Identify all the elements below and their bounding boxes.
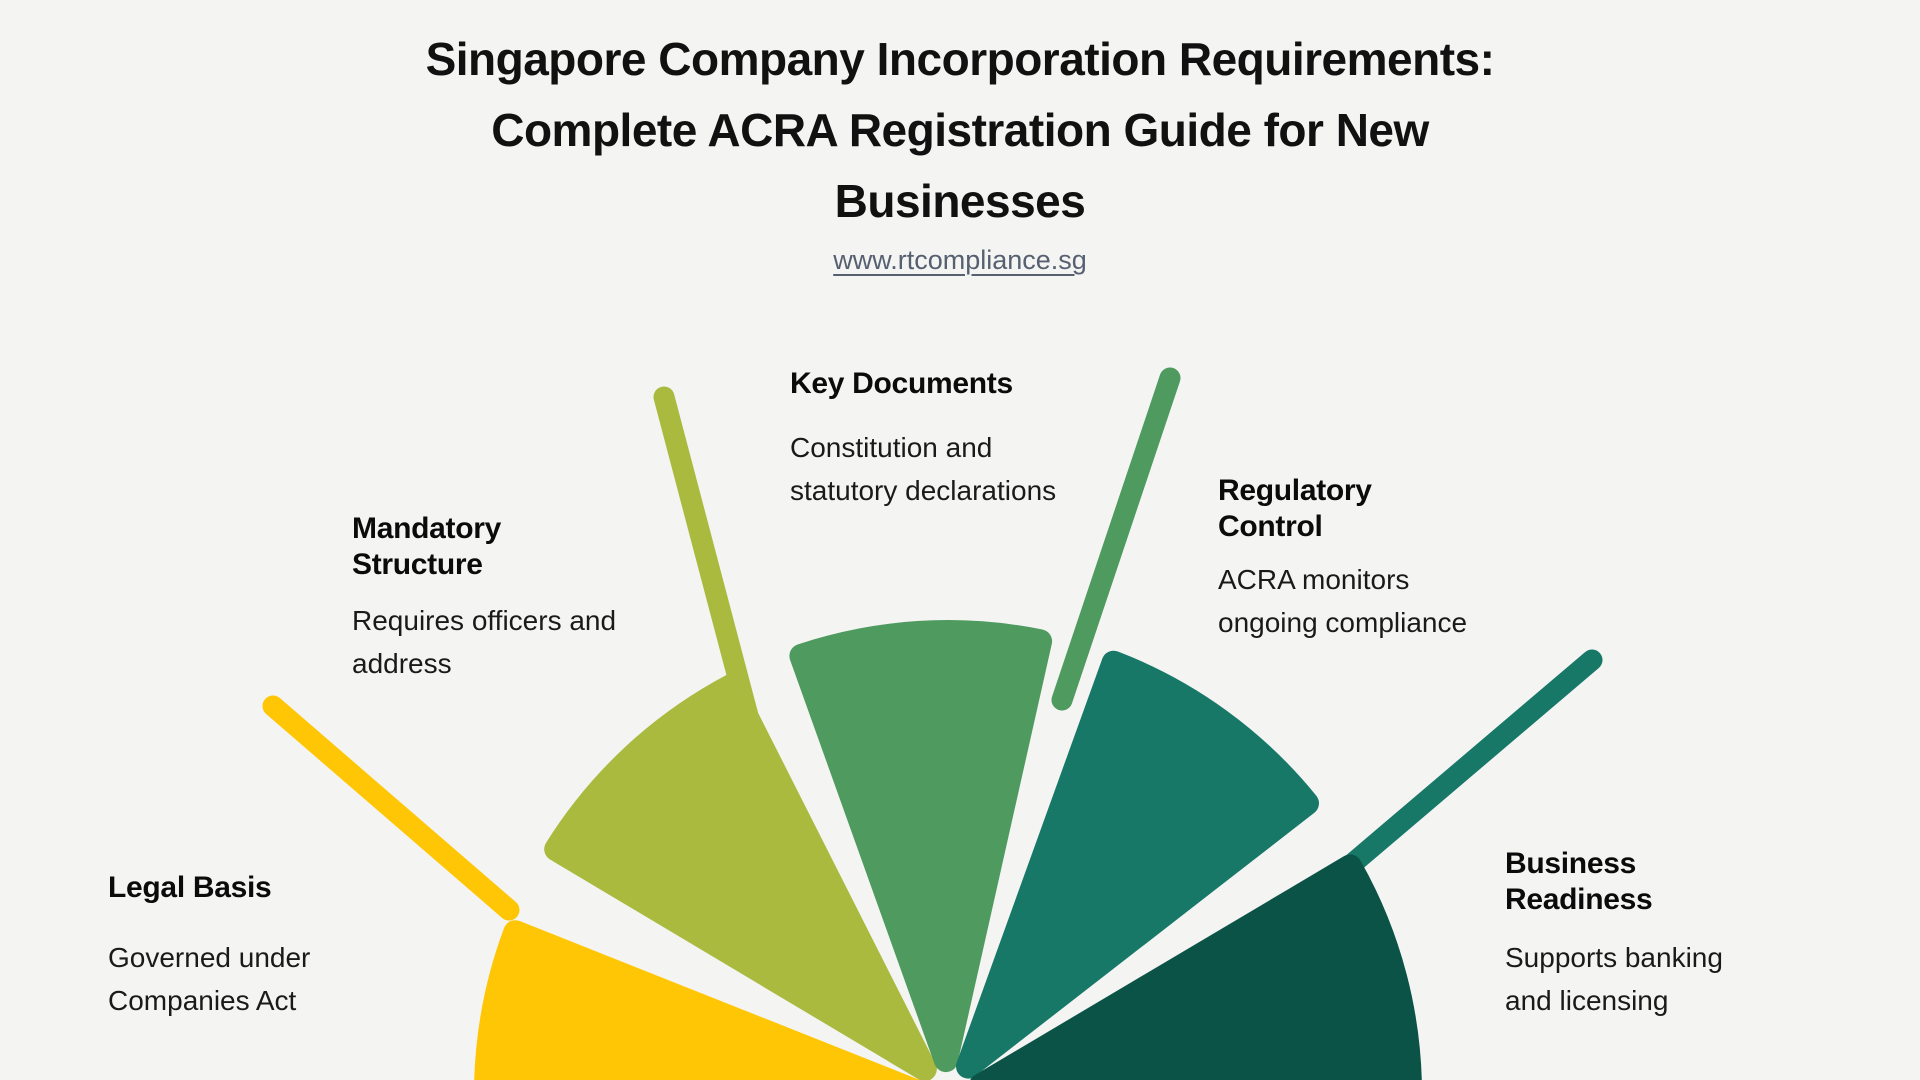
wedge-mandatory-structure (544, 674, 937, 1080)
segment-description-line: Companies Act (108, 985, 297, 1016)
segment-description-line: address (352, 648, 452, 679)
segment-heading-line: Regulatory (1218, 474, 1372, 507)
segment-description-line: ongoing compliance (1218, 607, 1468, 638)
segment-description: Constitution and statutory declarations (790, 426, 1056, 512)
wedge-regulatory-control (956, 650, 1319, 1079)
wedge-legal-basis (474, 920, 920, 1080)
website-link[interactable]: www.rtcompliance.sg (833, 245, 1087, 275)
wedge-business-readiness (970, 854, 1422, 1080)
segment-heading-line: Readiness (1505, 883, 1653, 916)
segment-description: Requires officers and address (352, 599, 616, 685)
segment-description-line: Governed under (108, 942, 311, 973)
page-title-line: Singapore Company Incorporation Requirem… (425, 33, 1495, 85)
segment-heading-line: Mandatory (352, 512, 501, 545)
segment-description-line: Supports banking (1505, 942, 1723, 973)
segment-description-line: and licensing (1505, 985, 1669, 1016)
segment-heading-line: Key Documents (790, 367, 1013, 400)
spike-legal-basis (262, 695, 520, 921)
page-title-line: Complete ACRA Registration Guide for New (491, 104, 1429, 156)
segment-description-line: ACRA monitors (1218, 564, 1410, 595)
segment-heading-line: Legal Basis (108, 871, 272, 904)
spike-mandatory-structure (653, 386, 767, 757)
segment-heading-line: Business (1505, 847, 1636, 880)
segment-heading: Key Documents (790, 366, 1056, 402)
segment-description: Supports banking and licensing (1505, 936, 1723, 1022)
spike-key-documents (1051, 367, 1181, 711)
segment-heading: Legal Basis (108, 870, 310, 906)
segment-heading-line: Structure (352, 548, 483, 581)
spike-regulatory-control (1334, 649, 1603, 881)
page-title: Singapore Company Incorporation Requirem… (0, 24, 1920, 237)
segment-description-line: statutory declarations (790, 475, 1057, 506)
segment-heading-line: Control (1218, 510, 1323, 543)
page-title-line: Businesses (834, 175, 1086, 227)
wedge-key-documents (789, 620, 1053, 1073)
segment-description-line: Requires officers and (352, 605, 617, 636)
segment-description: ACRA monitors ongoing compliance (1218, 558, 1467, 644)
segment-description-line: Constitution and (790, 432, 993, 463)
